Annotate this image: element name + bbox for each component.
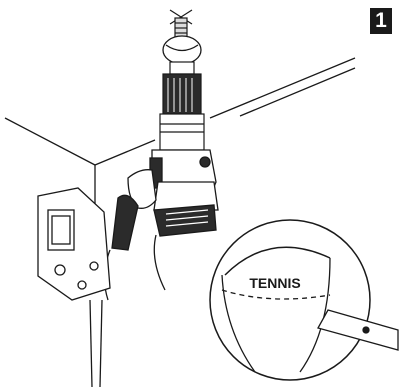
wall-mount-bracket (37, 187, 111, 387)
tennis-ball-on-bit (162, 35, 202, 65)
drill-battery (153, 204, 217, 237)
drill-bit (169, 9, 193, 39)
room-corner-lines (4, 57, 356, 278)
strap-detail (317, 309, 399, 351)
drill-chuck (159, 61, 205, 151)
drill-body (149, 149, 219, 211)
tennis-ball-label: TENNIS (249, 275, 300, 291)
step-number-badge: 1 (370, 8, 392, 34)
detail-callout: TENNIS (209, 219, 371, 381)
hand-and-arm (103, 169, 166, 301)
